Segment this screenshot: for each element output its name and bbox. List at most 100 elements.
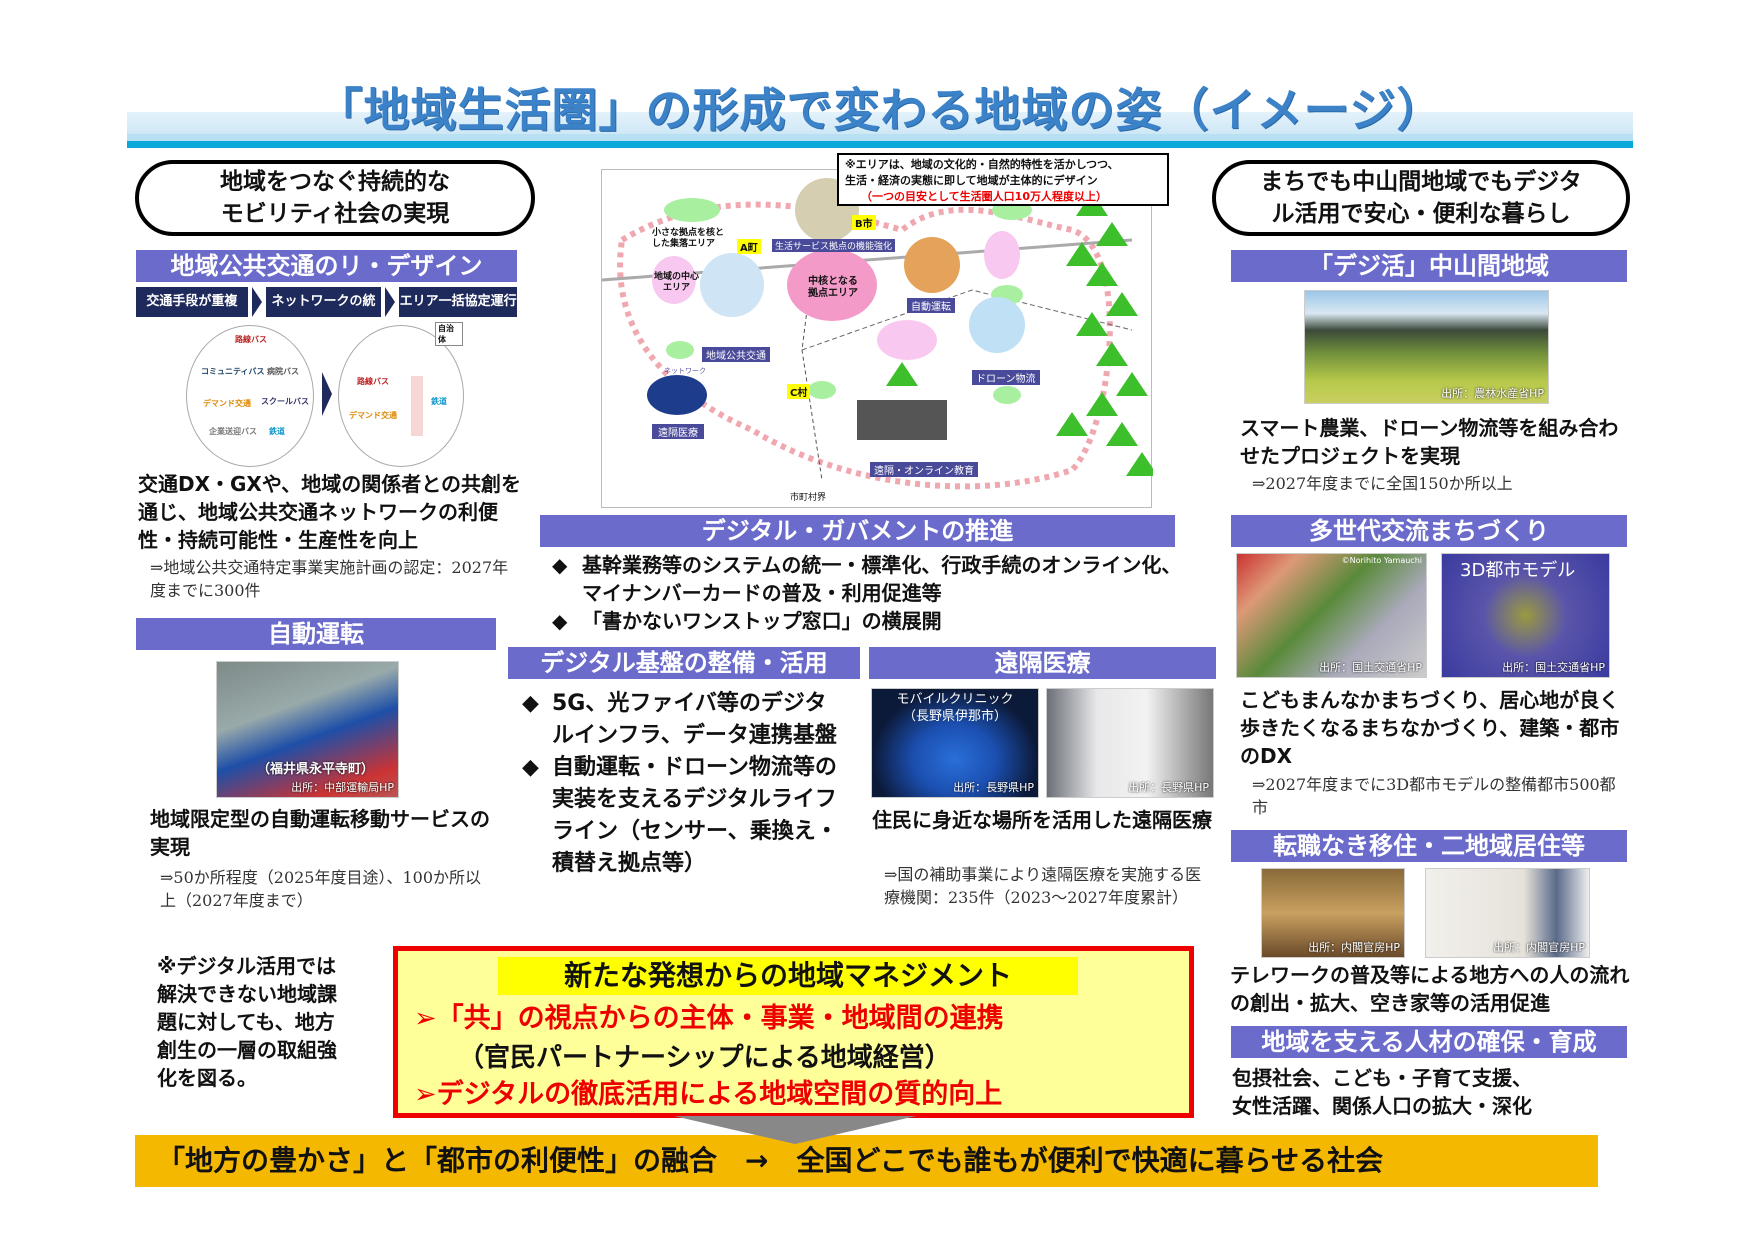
small-hub — [664, 198, 720, 222]
tree-icon — [1086, 262, 1118, 286]
tree-icon — [1056, 412, 1088, 436]
label-transit: 地域公共交通 — [702, 347, 770, 362]
telemedicine-text: 住民に身近な場所を活用した遠隔医療 — [872, 808, 1212, 832]
label: 路線バス — [235, 335, 267, 344]
pill-line: モビリティ社会の実現 — [220, 201, 450, 227]
education-illustration — [857, 400, 947, 440]
photo-label: （福井県永平寺町） — [257, 762, 375, 777]
town-label-b: B市 — [852, 215, 876, 230]
chevron-right-icon — [385, 287, 396, 317]
tree-icon — [1106, 292, 1138, 316]
label: スクールバス — [261, 397, 309, 406]
photo-source: 出所：中部運輸局HP — [291, 781, 394, 794]
photo-source: 出所：長野県HP — [1128, 781, 1209, 794]
street-photo: ©Norihito Yamauchi 出所：国土交通省HP — [1236, 553, 1427, 678]
mobile-clinic-photo: モバイルクリニック（長野県伊那市） 出所：長野県HP — [871, 688, 1039, 798]
drone-illustration — [969, 297, 1025, 353]
town-label-a: A町 — [737, 239, 761, 254]
diamond-icon: ◆ — [552, 609, 568, 633]
auto-text: 地域限定型の自動運転移動サービスの実現 — [150, 807, 490, 859]
tree-icon — [1126, 452, 1153, 476]
digi-header: 「デジ活」中山間地域 — [1231, 250, 1627, 282]
auto-target: ⇒50か所程度（2025年度目途）、100か所以上（2027年度まで） — [160, 868, 482, 910]
page-title: 「地域生活圏」の形成で変わる地域の姿（イメージ） — [316, 83, 1444, 137]
drone-farm-photo: 出所：農林水産省HP — [1304, 290, 1549, 404]
telemedicine-header: 遠隔医療 — [869, 647, 1216, 679]
pill-line: まちでも中山間地域でもデジタ — [1260, 169, 1582, 195]
people-text: 包摂社会、こども・子育て支援、 女性活躍、関係人口の拡大・深化 — [1232, 1064, 1632, 1120]
diagram-svg — [602, 178, 1153, 490]
infra-header: デジタル基盤の整備・活用 — [508, 647, 860, 679]
gov-bullets: ◆ 基幹業務等のシステムの統一・標準化、行政手続のオンライン化、マイナンバーカード… — [552, 551, 1182, 635]
people-header: 地域を支える人材の確保・育成 — [1231, 1026, 1627, 1058]
area-label: 小さな拠点を核とした集落エリア — [652, 228, 725, 249]
photo-source: 出所：長野県HP — [953, 781, 1034, 794]
bullet-text: 基幹業務等のシステムの統一・標準化、行政手続のオンライン化、マイナンバーカードの… — [582, 553, 1182, 605]
village — [808, 381, 836, 399]
infra-bullets: ◆5G、光ファイバ等のデジタルインフラ、データ連携基盤 ◆自動運転・ドローン物流… — [522, 688, 840, 880]
tree-icon — [1066, 242, 1098, 266]
management-item: （官民パートナーシップによる地域経営） — [458, 1043, 951, 1073]
area-label: 中核となる拠点エリア — [808, 276, 858, 299]
town-center — [652, 256, 696, 304]
step: エリア一括協定運行 — [399, 287, 517, 317]
left-note: ※デジタル活用では解決できない地域課題に対しても、地方創生の一層の取組強化を図る… — [157, 954, 337, 1090]
transit-target: ⇒地域公共交通特定事業実施計画の認定：2027年度までに300件 — [150, 558, 509, 600]
pill-line: ル活用で安心・便利な暮らし — [1271, 201, 1571, 227]
move-header: 転職なき移住・二地域居住等 — [1231, 830, 1627, 862]
label-border: 市町村界 — [790, 493, 827, 503]
label: 鉄道 — [431, 397, 447, 406]
tree-icon — [1096, 342, 1128, 366]
management-item: ➢「共」の視点からの主体・事業・地域間の連携 — [414, 1003, 1004, 1034]
label: 鉄道 — [269, 427, 285, 436]
left-theme-pill: 地域をつなぐ持続的なモビリティ社会の実現 — [135, 160, 535, 236]
digi-target: ⇒2027年度までに全国150か所以上 — [1252, 474, 1513, 493]
arrow-down-icon-stem — [734, 1116, 856, 1126]
bus-illustration — [700, 253, 764, 317]
hub — [984, 231, 1020, 279]
management-title: 新たな発想からの地域マネジメント — [498, 957, 1078, 995]
management-item: ➢デジタルの徹底活用による地域空間の質的向上 — [414, 1079, 1003, 1110]
photo-label: 3D都市モデル — [1460, 560, 1576, 581]
digi-text: スマート農業、ドローン物流等を組み合わせたプロジェクトを実現 — [1240, 416, 1619, 468]
tree-icon — [1106, 422, 1138, 446]
label: デマンド交通 — [203, 399, 251, 408]
photo-credit: ©Norihito Yamauchi — [1341, 556, 1422, 565]
village — [666, 341, 694, 359]
label: 病院バス — [267, 367, 299, 376]
town-label-c: C村 — [787, 384, 811, 399]
bullet-text: 「書かないワンストップ窓口」の横展開 — [582, 609, 942, 633]
vacant-house-photo: 出所：内閣官房HP — [1425, 868, 1590, 958]
note-line: 生活・経済の実態に即して地域が主体的にデザイン — [845, 174, 1098, 187]
photo-source: 出所：国土交通省HP — [1319, 661, 1422, 674]
photo-source: 出所：内閣官房HP — [1308, 941, 1400, 954]
tree-icon — [1086, 392, 1118, 416]
label: デマンド交通 — [349, 411, 397, 420]
label-network: ネットワーク — [664, 367, 706, 375]
label: コミュニティバス — [201, 367, 265, 376]
core-hub — [787, 249, 877, 321]
arrow-down-icon — [411, 376, 423, 436]
photo-source: 出所：農林水産省HP — [1441, 387, 1544, 400]
tree-icon — [886, 362, 918, 386]
tree-icon — [1116, 372, 1148, 396]
step: ネットワークの統合 — [265, 287, 382, 339]
label-autonomous: 自動運転 — [907, 298, 955, 313]
tree-icon — [1076, 312, 1108, 336]
management-box: 新たな発想からの地域マネジメント ➢「共」の視点からの主体・事業・地域間の連携 … — [393, 946, 1194, 1118]
diamond-icon: ◆ — [522, 755, 539, 780]
clinic-interior-photo: 出所：長野県HP — [1046, 688, 1214, 798]
diamond-icon: ◆ — [552, 553, 568, 577]
municipal-border — [801, 289, 1133, 351]
bullet-text: 自動運転・ドローン物流等の実装を支えるデジタルライフライン（センサー、乗換え・積… — [552, 755, 838, 876]
before-circle: 路線バス コミュニティバス 病院バス デマンド交通 スクールバス 企業送迎バス … — [186, 325, 314, 467]
text-line: 包摂社会、こども・子育て支援、 — [1232, 1066, 1532, 1090]
note-line: （一つの目安として生活圏人口10万人程度以上） — [861, 190, 1107, 203]
photo-label: モバイルクリニック（長野県伊那市） — [872, 691, 1038, 725]
title-band — [127, 112, 1633, 134]
hub — [877, 320, 937, 360]
photo-source: 出所：国土交通省HP — [1502, 661, 1605, 674]
autonomous-illustration — [904, 237, 960, 293]
label-service: 生活サービス拠点の機能強化 — [772, 239, 896, 252]
title-band — [127, 134, 1633, 142]
